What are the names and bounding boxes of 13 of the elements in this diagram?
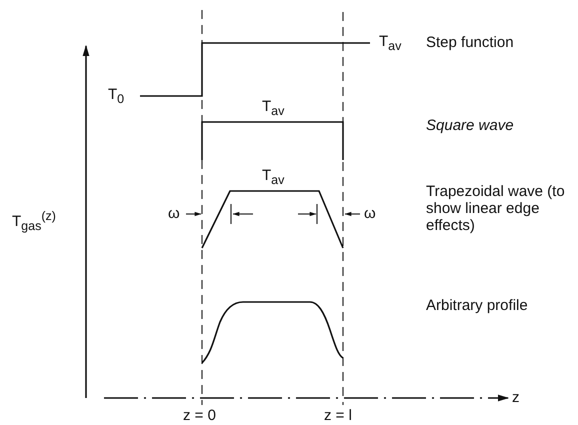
tick-label: z = l (324, 407, 352, 424)
curve-name: Step function (426, 34, 514, 51)
curve-label: T$_{0}$ (108, 86, 124, 108)
curve-label: T$_{av}$ (379, 33, 402, 55)
curve-label: T$_{av}$ (262, 167, 284, 189)
axis-label: z (512, 389, 520, 406)
curve-name: Trapezoidal wave (to show linear edge effects) (426, 183, 566, 234)
curve-name: Arbitrary profile (426, 297, 528, 314)
tick-label: z = 0 (183, 407, 216, 424)
dimension-label: ω (168, 205, 180, 222)
curve-label: T$_{av}$ (262, 98, 284, 120)
dimension-label: ω (364, 205, 376, 222)
curve-name: Square wave (426, 117, 514, 134)
